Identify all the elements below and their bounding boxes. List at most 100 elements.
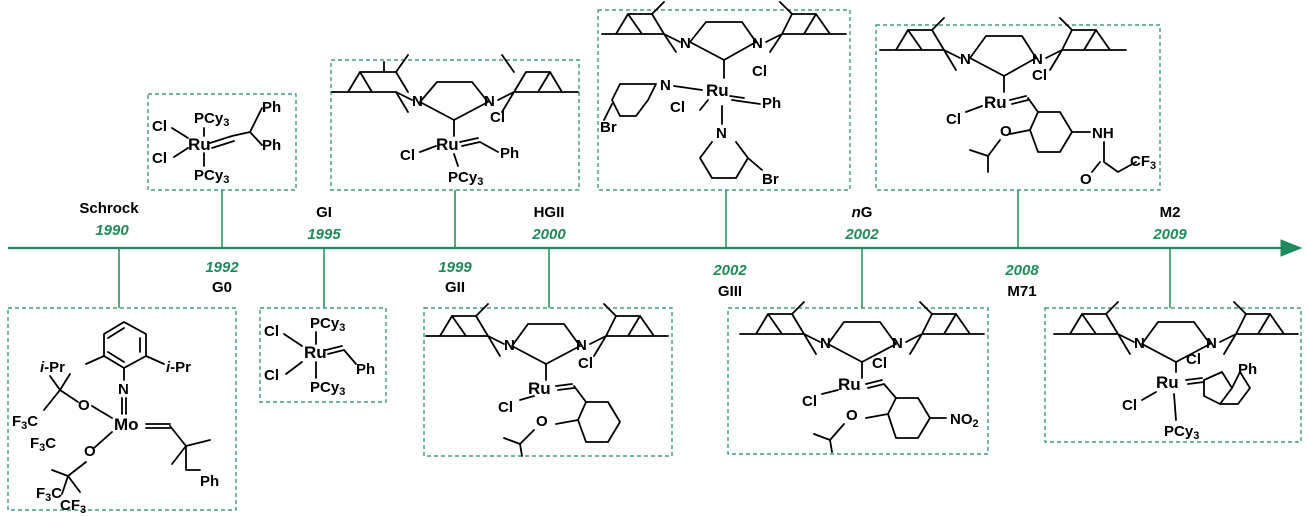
atom-cl: Cl [152, 118, 167, 135]
atom-nh: NH [1092, 125, 1114, 142]
box-m71 [875, 24, 1161, 191]
atom-cl: Cl [1186, 351, 1201, 368]
structure-m2: N N Cl Ru Cl PCy3 Ph [1053, 301, 1299, 442]
atom-cl: Cl [490, 109, 505, 126]
label-g0-name: G0 [212, 279, 232, 296]
atom-o: O [1080, 171, 1092, 188]
atom-cl: Cl [152, 150, 167, 167]
atom-ph: Ph [262, 137, 281, 154]
atom-ru: Ru [436, 135, 459, 154]
atom-pcy3-top: PCy3 [194, 110, 229, 129]
atom-no2: NO2 [950, 411, 979, 430]
label-gi-year: 1995 [307, 226, 341, 243]
atom-n: N [960, 51, 971, 68]
atom-n: N [484, 93, 495, 110]
atom-cl: Cl [752, 63, 767, 80]
label-g0-year: 1992 [205, 259, 239, 276]
atom-cl: Cl [1032, 67, 1047, 84]
atom-br: Br [600, 119, 617, 136]
box-ng [727, 307, 989, 455]
atom-o: O [1000, 123, 1012, 140]
box-giii [597, 9, 851, 191]
atom-cl: Cl [670, 99, 685, 116]
atom-br: Br [762, 171, 779, 188]
atom-n: N [576, 337, 587, 354]
label-m2-year: 2009 [1152, 226, 1187, 243]
label-gii-year: 1999 [438, 259, 472, 276]
atom-o: O [78, 397, 90, 414]
box-gi [259, 307, 387, 403]
atom-ru: Ru [984, 93, 1007, 112]
atom-pcy3-top: PCy3 [310, 315, 345, 334]
atom-cl: Cl [264, 323, 279, 340]
atom-cl: Cl [578, 355, 593, 372]
label-schrock-name: Schrock [79, 200, 139, 217]
structure-g0: PCy3 Cl Cl Ru PCy3 Ph Ph [152, 99, 281, 186]
atom-cl: Cl [264, 367, 279, 384]
atom-o: O [846, 407, 858, 424]
atom-cl: Cl [400, 147, 415, 164]
atom-ph: Ph [200, 473, 219, 490]
atom-n: N [820, 335, 831, 352]
atom-mo: Mo [114, 415, 139, 434]
structure-gii: N N Cl Ru Cl Ph PCy3 [331, 54, 579, 188]
structure-giii: N N Cl Ru N Cl Ph Br N Br [600, 1, 847, 188]
label-giii-year: 2002 [712, 262, 747, 279]
box-m2 [1044, 307, 1302, 443]
atom-cl: Cl [802, 393, 817, 410]
atom-ru: Ru [706, 81, 729, 100]
atom-n: N [660, 77, 671, 94]
atom-n: N [1134, 335, 1145, 352]
atom-ru: Ru [528, 379, 551, 398]
label-hgii-name: HGII [534, 204, 565, 221]
label-hgii-year: 2000 [531, 226, 566, 243]
atom-ru: Ru [838, 375, 861, 394]
atom-cl: Cl [498, 399, 513, 416]
atom-pcy3: PCy3 [448, 169, 483, 188]
label-ng-name: nG [852, 204, 873, 221]
structure-m71: N N Cl Ru Cl O NH O CF3 [879, 17, 1156, 188]
atom-n: N [118, 381, 129, 398]
atom-o: O [536, 413, 548, 430]
box-g0 [147, 93, 297, 191]
atom-n: N [680, 35, 691, 52]
atom-ipr: i-Pr [40, 359, 65, 376]
atom-f3c: F3C [30, 435, 56, 454]
atom-n: N [504, 337, 515, 354]
atom-cf3: CF3 [1130, 153, 1156, 172]
box-schrock [7, 307, 237, 511]
structure-ng: N N Cl Ru Cl O NO2 [739, 301, 985, 453]
label-gi-name: GI [316, 204, 332, 221]
atom-n: N [1032, 51, 1043, 68]
atom-pcy3-bottom: PCy3 [310, 379, 345, 398]
label-schrock-year: 1990 [95, 222, 129, 239]
atom-pcy3-bottom: PCy3 [194, 167, 229, 186]
box-hgii [423, 307, 673, 457]
label-giii-name: GIII [718, 283, 742, 300]
atom-o: O [84, 443, 96, 460]
atom-ipr: i-Pr [166, 359, 191, 376]
atom-ru: Ru [304, 343, 327, 362]
atom-cl: Cl [946, 111, 961, 128]
label-ng-year: 2002 [844, 226, 879, 243]
atom-pcy3: PCy3 [1164, 423, 1199, 442]
structure-hgii: N N Cl Ru Cl O [425, 303, 669, 457]
atom-n: N [412, 93, 423, 110]
atom-ph: Ph [262, 99, 281, 116]
atom-n: N [752, 35, 763, 52]
atom-ph: Ph [356, 361, 375, 378]
label-m71-name: M71 [1007, 283, 1036, 300]
atom-f3c: F3C [12, 413, 38, 432]
atom-ph: Ph [1238, 361, 1257, 378]
label-m71-year: 2008 [1004, 262, 1039, 279]
structure-gi: PCy3 Cl Ru Cl PCy3 Ph [264, 315, 375, 398]
atom-ph: Ph [500, 145, 519, 162]
atom-ru: Ru [188, 135, 211, 154]
atom-cl: Cl [1122, 397, 1137, 414]
atom-ph: Ph [762, 95, 781, 112]
structure-schrock: i-Pr i-Pr N Mo O O F3C F3C Ph F3C CF3 [12, 321, 219, 516]
label-gii-name: GII [445, 279, 465, 296]
atom-cf3: CF3 [60, 497, 86, 516]
atom-n: N [1206, 335, 1217, 352]
